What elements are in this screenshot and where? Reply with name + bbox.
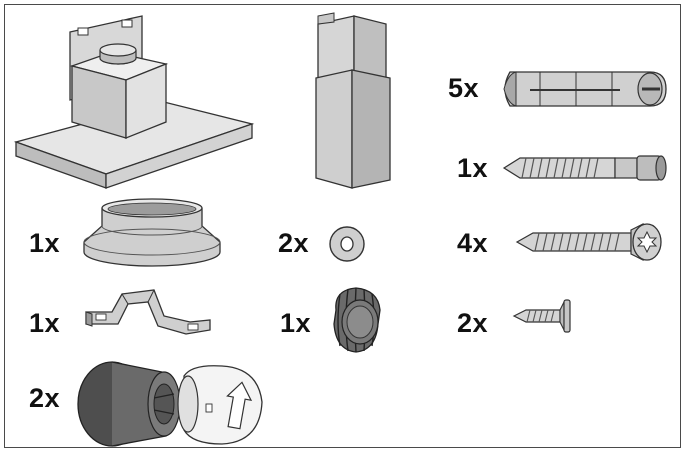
quantity-label: 2x: [278, 228, 310, 258]
hanger-bolt-icon: [500, 150, 670, 186]
quantity-label: 4x: [457, 228, 489, 258]
quantity-label: 1x: [280, 308, 312, 338]
self-tapping-screw-icon: [512, 296, 574, 336]
quantity-label: 2x: [457, 308, 489, 338]
quantity-label: 2x: [29, 383, 61, 413]
torx-wood-screw-icon: [515, 222, 665, 262]
wall-anchor-icon: [500, 66, 670, 112]
backdraft-damper-icon: [72, 358, 272, 450]
diagram-frame: [4, 4, 681, 448]
quantity-label: 1x: [457, 153, 489, 183]
quantity-label: 1x: [29, 228, 61, 258]
range-hood-icon: [13, 14, 255, 189]
washer-icon: [327, 224, 367, 264]
duct-collar-icon: [80, 198, 225, 268]
chimney-cover-icon: [314, 12, 394, 197]
quantity-label: 5x: [448, 73, 480, 103]
quantity-label: 1x: [29, 308, 61, 338]
knurled-nut-icon: [326, 284, 388, 356]
mounting-bracket-icon: [82, 286, 214, 342]
